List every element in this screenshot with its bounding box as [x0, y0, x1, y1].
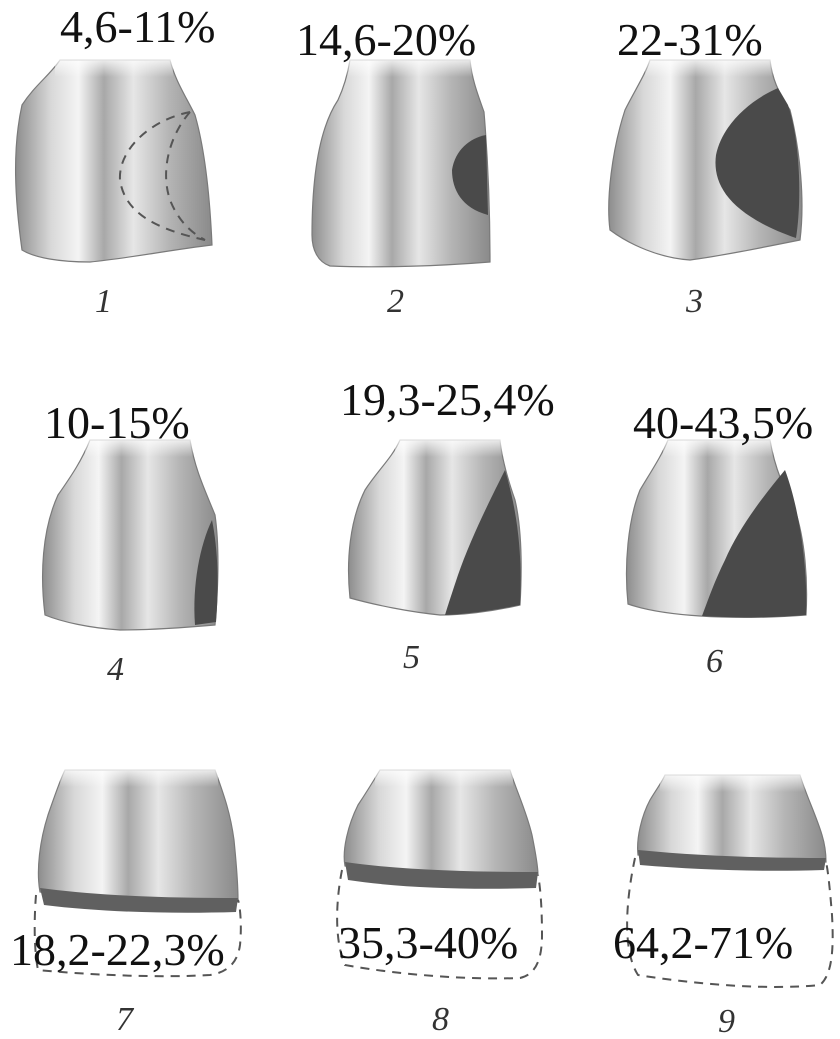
percent-label-9: 64,2-71% — [613, 917, 793, 968]
percent-label-3: 22-31% — [617, 14, 763, 65]
tooth-crown-1 — [16, 60, 212, 262]
panel-6: 40-43,5% 6 — [627, 397, 814, 680]
panel-3: 22-31% 3 — [609, 14, 802, 320]
tooth-neck-8 — [375, 765, 513, 787]
tooth-neck-7 — [60, 765, 218, 787]
percent-label-2: 14,6-20% — [296, 14, 476, 65]
panel-number-1: 1 — [95, 283, 112, 320]
percent-label-7: 18,2-22,3% — [10, 924, 225, 975]
percent-label-1: 4,6-11% — [60, 1, 215, 52]
panel-number-9: 9 — [718, 1003, 735, 1039]
panel-number-6: 6 — [706, 643, 723, 680]
tooth-neck-1 — [55, 55, 173, 77]
tooth-neck-9 — [660, 770, 805, 792]
panel-7: 18,2-22,3% 7 — [10, 765, 241, 1038]
panel-number-4: 4 — [107, 651, 124, 688]
panel-9: 64,2-71% 9 — [613, 770, 833, 1039]
panel-5: 19,3-25,4% 5 — [340, 374, 555, 676]
panel-number-5: 5 — [403, 639, 420, 676]
percent-label-5: 19,3-25,4% — [340, 374, 555, 425]
panel-number-8: 8 — [432, 1001, 449, 1038]
tooth-neck-5 — [395, 435, 503, 457]
tooth-crown-4 — [43, 440, 218, 630]
percent-label-8: 35,3-40% — [338, 917, 518, 968]
panel-number-7: 7 — [116, 1001, 135, 1038]
percent-label-6: 40-43,5% — [633, 397, 813, 448]
panel-4: 10-15% 4 — [43, 397, 218, 688]
panel-number-3: 3 — [685, 283, 703, 320]
panel-number-2: 2 — [387, 283, 404, 320]
percent-label-4: 10-15% — [44, 397, 190, 448]
panel-1: 4,6-11% 1 — [16, 1, 216, 320]
panel-2: 14,6-20% 2 — [296, 14, 490, 320]
panel-8: 35,3-40% 8 — [337, 765, 542, 1038]
tooth-crown-7 — [38, 770, 238, 900]
